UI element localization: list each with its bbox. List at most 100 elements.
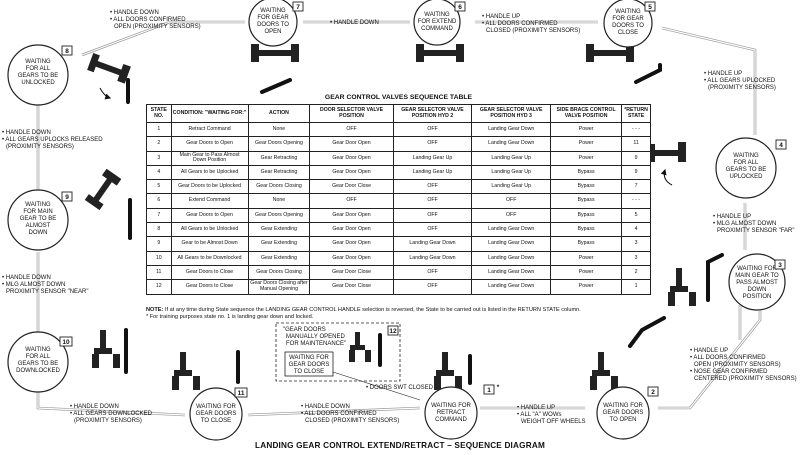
table-cell: Power [550,264,623,281]
maintenance-box [275,322,401,382]
gear-partial-icon [668,268,696,306]
transition-1-2-line: WEIGHT OFF WHEELS [521,419,586,425]
table-cell: OFF [392,264,473,281]
table-cell: OFF [392,121,473,138]
table-cell: Landing Gear Up [392,150,473,166]
table-cell: Landing Gear Up [471,150,552,166]
state-4-line: GEARS TO BE [726,167,766,173]
state-6-line: FOR EXTEND [418,19,457,25]
state-7-circle [248,0,298,47]
table-cell: Landing Gear Down [471,121,552,138]
state-number-box [644,1,656,12]
diagram-title: LANDING GEAR CONTROL EXTEND/RETRACT – SE… [255,441,545,450]
state-number-box [234,387,248,398]
state-2-circle [596,386,650,440]
table-cell: Gear Door Open [309,136,394,152]
transition-4-5-line: (PROXIMITY SENSORS) [708,85,776,91]
transition-5-6-line: • HANDLE UP [482,14,520,20]
gear-illustrations [84,44,724,390]
state-6-number: 6 [458,4,462,11]
handle-icon [260,78,292,94]
transition-4-5-line: • ALL GEARS UPLOCKED [704,78,776,84]
table-cell: Gear Door Close [309,264,394,281]
note-label: NOTE: [146,307,164,313]
transition-7-8-line: OPEN (PROXIMITY SENSORS) [114,24,201,30]
table-cell: Gear Retracting [247,150,311,166]
table-cell: 1 [621,279,651,295]
state-9-line: ALMOST [26,223,51,229]
state-3-line: POSITION [743,294,772,300]
gear-up-icon [416,44,464,62]
table-cell: Bypass [550,193,623,209]
state-1-circle [424,386,478,440]
state-8-line: UNLOCKED [21,80,55,86]
state-12-box [284,351,334,377]
state-number-box [387,325,399,336]
state-1-line: RETRACT [437,410,466,416]
state-9-circle [7,189,69,251]
state-2-line: TO OPEN [610,417,637,423]
table-cell: Landing Gear Down [471,250,552,266]
table-cell: Gear Door Close [309,179,394,195]
table-cell: None [247,121,311,138]
transition-9-10-line: PROXIMITY SENSOR "NEAR" [6,289,89,295]
state-7-line: DOORS TO [257,22,289,28]
transition-11-1-line: • ALL DOORS CONFIRMED [301,411,377,417]
transition-2-3-line: • NOSE GEAR CONFIRMED [690,369,768,375]
table-column-header: ACTION [247,104,311,123]
table-cell: OFF [392,207,473,224]
table-cell: Bypass [550,207,623,224]
transition-2-3-line: • ALL DOORS CONFIRMED [690,355,766,361]
table-cell: Landing Gear Up [471,164,552,181]
table-cell: OFF [471,193,552,209]
table-column-header: GEAR SELECTOR VALVE POSITION HYD 3 [471,104,552,123]
star-mark: * [497,384,500,391]
table-cell: - - - [621,193,651,209]
state-number-box [59,336,73,347]
connector-line [332,371,421,401]
table-cell: Landing Gear Up [471,179,552,195]
table-cell: Gear Extending [247,236,311,252]
state-10-line: WAITING [25,347,51,353]
state-7-number: 7 [296,4,300,11]
table-cell: OFF [392,193,473,209]
table-header-row: STATE NO.CONDITION: "WAITING FOR:"ACTION… [146,104,651,123]
flow-connectors [36,20,762,417]
transition-9-10-line: • MLG ALMOST DOWN [2,282,65,288]
gear-up-icon [251,44,299,62]
table-cell: 7 [621,179,651,195]
state-8-line: WAITING [25,59,51,65]
table-cell: Power [550,136,623,152]
gear-down-icon [92,330,120,368]
state-number-box [61,191,73,202]
transition-8-9-line: • ALL GEARS UPLOCKS RELEASED [2,137,103,143]
state-11-line: GEAR DOORS [196,411,237,417]
state-4-circle [715,137,777,199]
handle-icon [634,63,662,84]
transition-4-5-line: • HANDLE UP [704,71,742,77]
state-1-number: 1 [487,387,491,394]
table-cell: - - - [621,121,651,138]
table-column-header: *RETURN STATE [621,104,651,123]
state-4-number: 4 [779,142,783,149]
table-cell: Bypass [550,179,623,195]
table-cell: Bypass [550,236,623,252]
table-cell: Gear Door Open [309,164,394,181]
table-column-header: SIDE BRACE CONTROL VALVE POSITION [550,104,623,123]
transition-3-4-line: • MLG ALMOST DOWN [713,221,776,227]
transition-labels: • HANDLE UP • ALL "A" WOWs WEIGHT OFF WH… [2,10,797,425]
state-7-line: OPEN [264,29,281,35]
state-6-line: COMMAND [421,26,453,32]
table-cell: OFF [309,193,394,209]
state-1-line: WAITING FOR [431,403,471,409]
table-cell: Gear Door Open [309,222,394,238]
note-line-2: * For training purposes state no. 1 is l… [146,313,314,320]
state-12-label: MANUALLY OPENED [286,334,345,340]
